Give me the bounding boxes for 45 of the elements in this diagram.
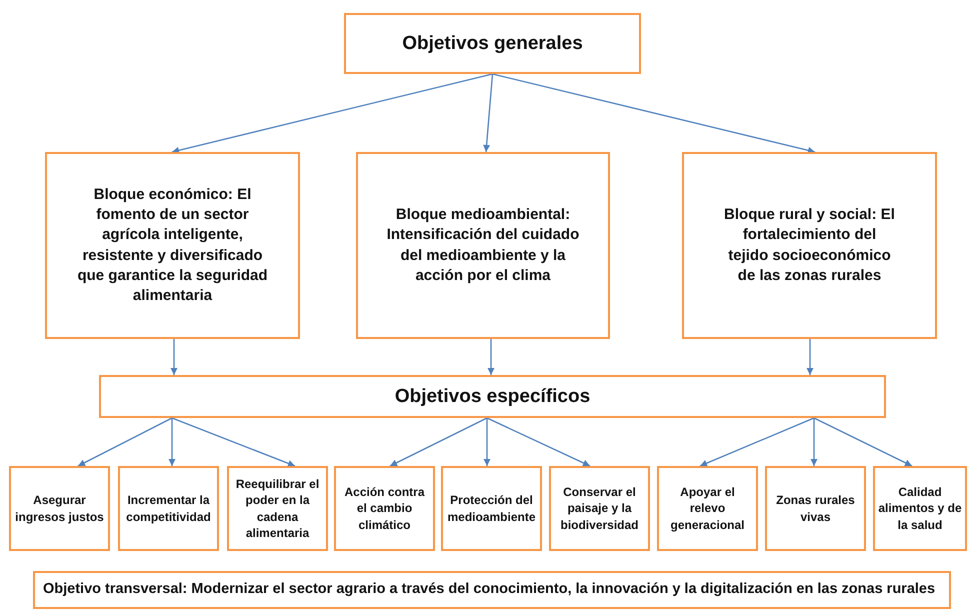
arrow bbox=[170, 339, 178, 375]
arrow bbox=[806, 339, 814, 375]
objective-text: Apoyar el relevo generacional bbox=[669, 484, 746, 533]
arrow bbox=[814, 417, 912, 467]
objective-box bbox=[99, 375, 886, 418]
arrow bbox=[492, 73, 816, 154]
objective-text: Acción contra el cambio climático bbox=[343, 484, 426, 533]
objective-box bbox=[118, 466, 219, 551]
arrow bbox=[390, 417, 488, 467]
arrow bbox=[168, 418, 176, 466]
arrow bbox=[486, 417, 590, 467]
objective-box bbox=[227, 466, 328, 551]
arrow bbox=[483, 74, 494, 152]
arrow bbox=[172, 417, 296, 467]
objective-box bbox=[9, 466, 110, 551]
objective-text: Incrementar la competitividad bbox=[125, 492, 212, 525]
arrow bbox=[488, 339, 494, 375]
objective-box bbox=[657, 466, 758, 551]
arrow bbox=[172, 73, 493, 154]
objective-text: Objetivos generales bbox=[402, 32, 583, 56]
arrow bbox=[484, 418, 490, 466]
objective-box bbox=[549, 466, 650, 551]
objective-box bbox=[765, 466, 866, 551]
objective-box bbox=[356, 152, 610, 339]
arrow bbox=[700, 417, 814, 467]
objective-box bbox=[873, 466, 967, 551]
objective-box bbox=[45, 152, 300, 339]
objective-text: Bloque económico: El fomento de un sector agrícola inteligente, resistente y diversificado que garantice la seguridad alimentaria bbox=[76, 184, 269, 306]
objective-text: Zonas rurales vivas bbox=[775, 492, 856, 525]
objective-text: Protección del medioambiente bbox=[446, 492, 537, 525]
objective-box bbox=[682, 152, 937, 339]
objective-box bbox=[441, 466, 542, 551]
objective-box bbox=[33, 571, 951, 609]
objective-box bbox=[334, 466, 435, 551]
arrow bbox=[810, 418, 818, 466]
objective-text: Reequilibrar el poder en la cadena alimentaria bbox=[234, 476, 320, 541]
objective-text: Objetivos específicos bbox=[394, 384, 590, 409]
objective-text: Bloque rural y social: El fortalecimiento del tejido socioeconómico de las zonas rurales bbox=[724, 205, 895, 286]
objective-box bbox=[344, 13, 641, 74]
objective-text: Asegurar ingresos justos bbox=[14, 492, 105, 525]
objective-text: Bloque medioambiental: Intensificación del cuidado del medioambiente y la acción por el clima bbox=[386, 205, 580, 286]
objective-text: Calidad alimentos y de la salud bbox=[878, 484, 962, 533]
arrow bbox=[78, 417, 172, 467]
objective-text: Objetivo transversal: Modernizar el sector agrario a través del conocimiento, la innovación y la digitalización en las zonas rurales bbox=[43, 580, 936, 600]
objective-text: Conservar el paisaje y la biodiversidad bbox=[559, 484, 640, 533]
